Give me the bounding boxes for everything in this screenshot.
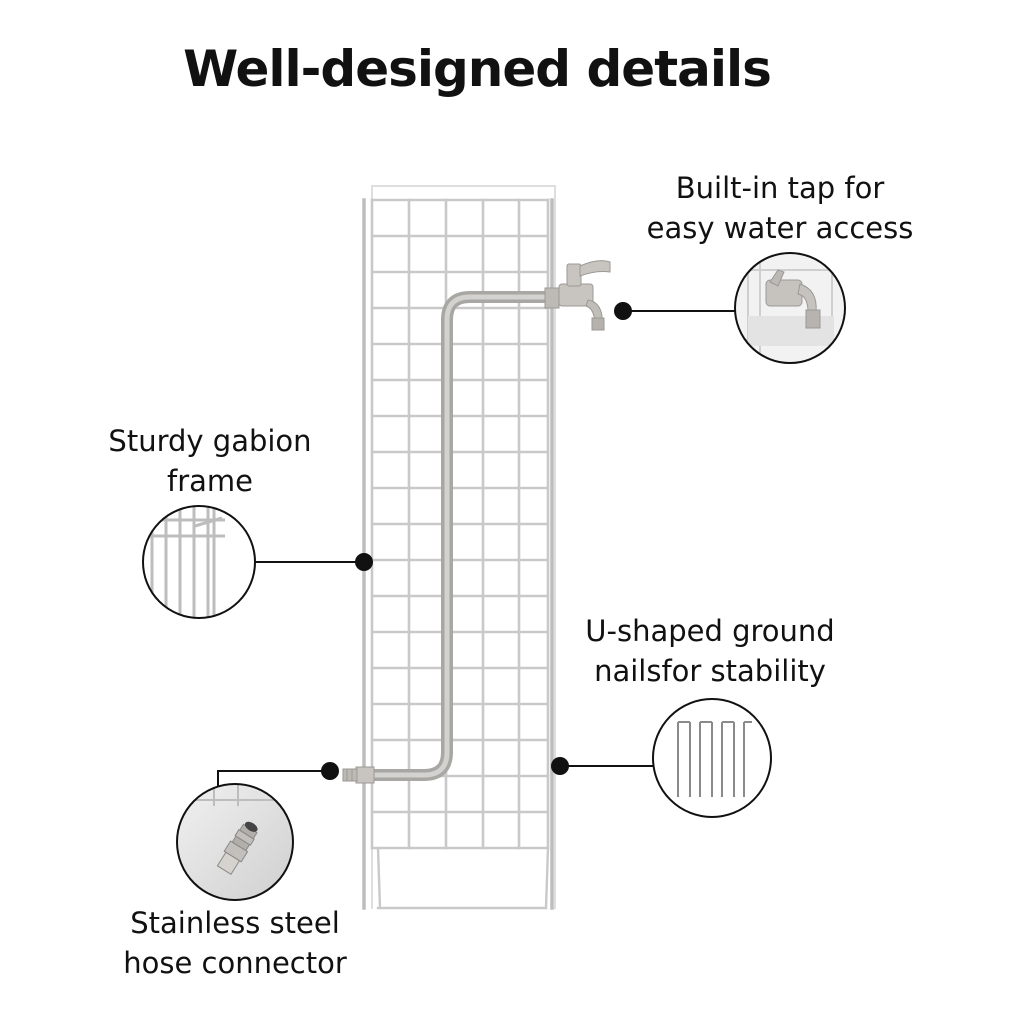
callout-leaders [217,302,736,786]
tap-detail-image [734,252,846,364]
tap-callout-dot [614,302,632,320]
tap-icon [544,260,611,331]
frame-callout-label: Sturdy gabion frame [85,421,335,501]
hose-callout-label: Stainless steel hose connector [95,903,375,983]
ground-nails-detail-image [652,698,772,818]
nails-callout-line-1: U-shaped ground [585,614,835,648]
page-title: Well-designed details [183,40,772,98]
hose-connector-detail-image [176,783,294,901]
frame-callout-line-2: frame [167,464,253,498]
hose-callout-line-2: hose connector [123,946,347,980]
tap-callout-label: Built-in tap for easy water access [620,168,940,248]
hose-callout-dot [321,762,339,780]
gabion-frame [362,185,556,910]
frame-callout-line-1: Sturdy gabion [108,424,312,458]
frame-callout-dot [355,553,373,571]
tap-callout-line-2: easy water access [646,211,914,245]
nails-callout-label: U-shaped ground nailsfor stability [555,611,865,691]
hose-connector-icon [342,766,375,784]
water-pipe [372,291,545,781]
tap-callout-line-1: Built-in tap for [675,171,885,205]
hose-callout-line-1: Stainless steel [130,906,340,940]
nails-callout-dot [551,757,569,775]
frame-detail-image [142,505,256,619]
nails-callout-line-2: nailsfor stability [594,654,826,688]
